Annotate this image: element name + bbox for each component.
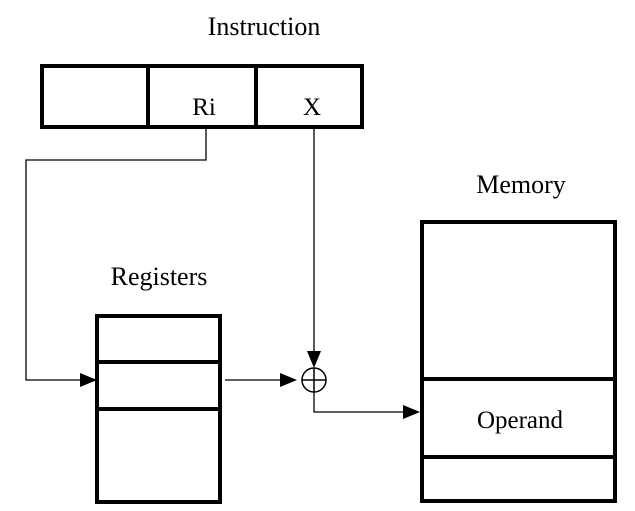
register-to-adder-arrowhead — [280, 373, 297, 387]
memory-outline — [420, 220, 617, 503]
instruction-field-ri-label: Ri — [192, 94, 216, 121]
ri-to-register-arrowhead — [80, 373, 97, 387]
register-file — [95, 314, 222, 504]
adder-to-operand-arrowhead — [403, 405, 420, 419]
instruction-title: Instruction — [208, 12, 321, 41]
adder-to-operand-line — [313, 392, 405, 413]
ri-to-register-line — [25, 127, 207, 381]
instruction-field-x-label: X — [303, 94, 321, 121]
registers-title: Registers — [111, 262, 208, 291]
memory-block: Operand — [420, 220, 617, 503]
memory-operand-label: Operand — [477, 407, 564, 434]
x-to-adder-arrowhead — [307, 351, 321, 368]
adder-icon — [301, 367, 327, 393]
instruction-field-x — [254, 64, 364, 129]
memory-title: Memory — [476, 170, 566, 199]
instruction-field-opcode — [40, 64, 150, 129]
instruction-format: Ri X — [40, 64, 364, 129]
